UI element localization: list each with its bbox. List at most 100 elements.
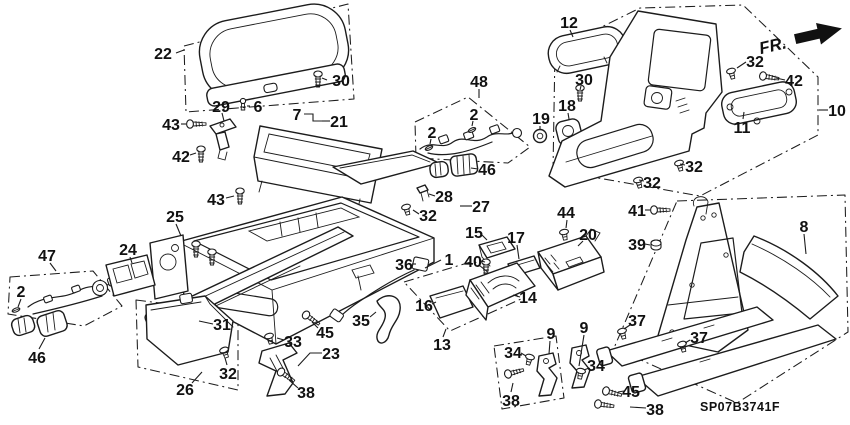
screw-38-right — [593, 398, 615, 411]
callout-36: 36 — [395, 257, 413, 274]
rear-side-cover — [739, 235, 839, 320]
hinge-28-legs — [420, 189, 430, 202]
clip-6 — [239, 97, 247, 111]
callout-46: 46 — [478, 162, 496, 179]
leader-line-46 — [38, 337, 46, 350]
callout-43: 43 — [162, 117, 180, 134]
callout-43: 43 — [207, 192, 225, 209]
lighter-knob-lower — [10, 314, 36, 337]
screw-45-right — [601, 385, 624, 400]
lock-bracket-29 — [209, 118, 237, 161]
terminal-2-left — [11, 306, 21, 314]
callout-13: 13 — [433, 337, 451, 354]
harness-48-wires — [419, 131, 516, 156]
callout-7: 7 — [293, 107, 302, 124]
leader-line-46 — [470, 167, 479, 170]
leader-line-24 — [129, 256, 133, 264]
bracket-9b-body — [569, 344, 591, 389]
leader-line-1 — [424, 259, 442, 269]
harness-47-boundary — [7, 270, 123, 327]
leader-line-32 — [638, 179, 645, 182]
callout-23: 23 — [322, 346, 340, 363]
leader-line-16 — [431, 301, 437, 305]
callout-28: 28 — [435, 189, 453, 206]
center-panel-outline — [548, 10, 723, 188]
lid-16-outline — [429, 285, 474, 319]
hinge-28-body — [416, 184, 429, 194]
fr-arrow-icon — [794, 23, 842, 45]
screw-43-lower — [235, 187, 245, 205]
leader-line-37 — [623, 324, 631, 330]
leader-line-38 — [629, 406, 647, 409]
rear-console-8-boundary — [613, 194, 849, 404]
box-13-boundary — [403, 260, 522, 332]
bracket-9a-hole — [543, 358, 549, 364]
side-plate-25 — [149, 234, 189, 300]
panel-shifter-opening — [576, 123, 654, 169]
leader-line-8 — [803, 233, 807, 255]
callout-38: 38 — [297, 385, 315, 402]
cigarette-lighter-46-upper — [429, 153, 479, 179]
leader-line-35 — [369, 311, 377, 318]
callout-22: 22 — [154, 46, 172, 63]
leader-line-40 — [480, 260, 486, 263]
screw-42-right — [758, 70, 781, 84]
leader-line-43 — [225, 195, 235, 199]
leader-line-42 — [189, 152, 197, 156]
bracket-9-left — [536, 352, 558, 397]
center-panel-10 — [548, 10, 723, 188]
leader-line-44 — [565, 219, 568, 229]
leader-line-47 — [49, 262, 57, 272]
ashtray-front — [465, 279, 489, 321]
callout-9: 9 — [580, 320, 589, 337]
rear-rail-upper — [605, 306, 774, 367]
housing-20-tab — [585, 228, 601, 242]
panel-lower-crease — [565, 135, 653, 163]
callout-32: 32 — [746, 54, 764, 71]
leader-line-34 — [520, 352, 527, 357]
leader-line-2 — [17, 298, 22, 308]
harness-47-socket-ring-hole — [96, 284, 104, 292]
leader-line-23 — [297, 352, 322, 367]
panel-lighter-hole — [651, 92, 663, 104]
tray-15-outline — [478, 236, 516, 259]
callout-21: 21 — [330, 114, 348, 131]
lid-16-crease — [435, 290, 464, 299]
leader-line-9 — [548, 340, 551, 355]
armrest-boundary — [183, 3, 355, 113]
screw-38-mid — [503, 365, 526, 380]
rivet-d — [689, 282, 695, 288]
rear-rail-upper-cap — [596, 346, 614, 367]
leader-line-17 — [516, 244, 520, 260]
switch-panel-24 — [105, 254, 156, 297]
callout-16: 16 — [415, 298, 433, 315]
rear-rail-lower — [635, 324, 837, 397]
armrest-lid — [198, 3, 350, 107]
harness-48-bulb — [511, 127, 523, 139]
leader-line-13 — [442, 328, 447, 338]
leader-line-32 — [412, 209, 420, 215]
callout-30: 30 — [332, 73, 350, 90]
callout-32: 32 — [419, 208, 437, 225]
callout-29: 29 — [212, 99, 230, 116]
leader-line-2 — [471, 120, 474, 127]
leader-line-9 — [578, 334, 585, 367]
callout-18: 18 — [558, 98, 576, 115]
side-plate-hole-small — [171, 244, 179, 252]
bracket-9a-body — [536, 352, 558, 397]
leader-line-39 — [644, 243, 651, 246]
callout-12: 12 — [560, 15, 578, 32]
bracket-23-hatch — [269, 354, 285, 374]
leader-line-45 — [617, 390, 625, 393]
ring-19 — [532, 128, 548, 144]
ashtray-guard — [487, 275, 520, 290]
bracket-9-boundary — [493, 335, 565, 410]
lighter-socket-ridges — [456, 154, 471, 175]
callout-26: 26 — [176, 382, 194, 399]
panel-lighter-pocket — [643, 85, 673, 110]
hook-35-strap — [376, 295, 401, 344]
callout-42: 42 — [172, 149, 190, 166]
callout-38: 38 — [502, 393, 520, 410]
leader-line-42 — [775, 77, 786, 81]
harness-48-connector-c — [489, 124, 501, 135]
